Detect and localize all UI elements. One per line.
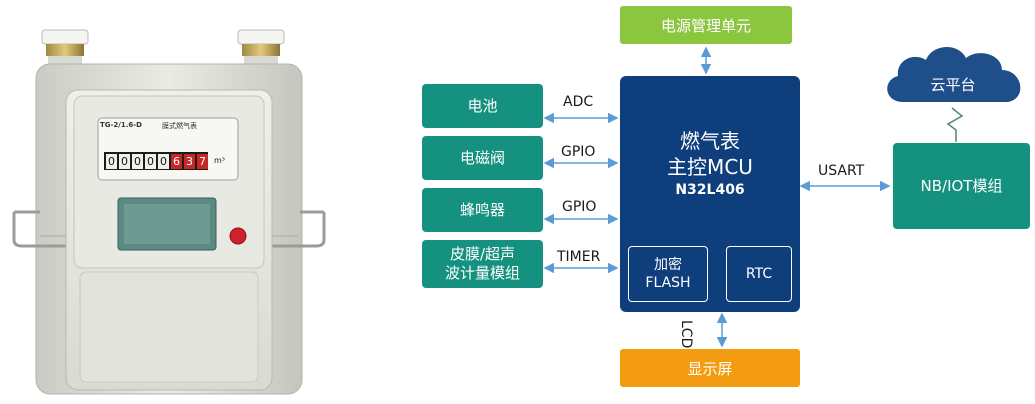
power-management-block: 电源管理单元	[620, 6, 792, 44]
metering-module-label: 皮膜/超声 波计量模组	[444, 245, 520, 282]
signal-adc-label: ADC	[563, 94, 594, 110]
signal-gpio-label-1: GPIO	[561, 144, 596, 160]
display-label: 显示屏	[687, 359, 733, 378]
counter-digit: 0	[106, 154, 117, 169]
signal-gpio-label-2: GPIO	[562, 199, 597, 215]
rtc-label: RTC	[745, 266, 773, 282]
counter-display: 0 0 0 0 0 6 3 7	[106, 154, 208, 169]
counter-digit: 3	[184, 154, 195, 169]
metering-module-block: 皮膜/超声 波计量模组	[422, 240, 543, 288]
mcu-block: 燃气表 主控MCU N32L406 加密 FLASH RTC	[620, 76, 800, 312]
counter-unit: m³	[214, 156, 225, 165]
counter-digit: 0	[119, 154, 130, 169]
nb-iot-module-block: NB/IOT模组	[893, 143, 1030, 229]
cloud-icon	[887, 46, 1021, 102]
mcu-model: N32L406	[675, 182, 745, 198]
solenoid-valve-label: 电磁阀	[459, 148, 505, 167]
counter-digit: 6	[171, 154, 182, 169]
counter-digit: 0	[158, 154, 169, 169]
mcu-title-line2: 主控MCU	[667, 155, 753, 179]
signal-timer-label: TIMER	[557, 249, 601, 265]
mcu-title-line1: 燃气表	[680, 129, 740, 153]
dial-model-label: TG-2/1.6-D	[100, 121, 142, 129]
nb-iot-module-label: NB/IOT模组	[920, 176, 1003, 195]
battery-label: 电池	[467, 96, 498, 115]
counter-digit: 0	[132, 154, 143, 169]
crypto-flash-label: 加密 FLASH	[645, 257, 691, 291]
cloud-platform-label: 云平台	[930, 76, 976, 94]
counter-digit: 7	[197, 154, 208, 169]
rtc-block: RTC	[726, 246, 792, 302]
solenoid-valve-block: 电磁阀	[422, 136, 543, 180]
buzzer-block: 蜂鸣器	[422, 188, 543, 232]
display-block: 显示屏	[620, 349, 800, 387]
crypto-flash-block: 加密 FLASH	[628, 246, 708, 302]
wireless-link	[946, 107, 964, 142]
dial-title: 膜式燃气表	[162, 122, 197, 130]
signal-usart-label: USART	[818, 163, 865, 179]
power-management-label: 电源管理单元	[660, 16, 751, 35]
counter-digit: 0	[145, 154, 156, 169]
gas-meter-photo	[12, 29, 326, 395]
signal-lcd-label: LCD	[678, 320, 694, 349]
buzzer-label: 蜂鸣器	[459, 200, 505, 219]
battery-block: 电池	[422, 84, 543, 128]
